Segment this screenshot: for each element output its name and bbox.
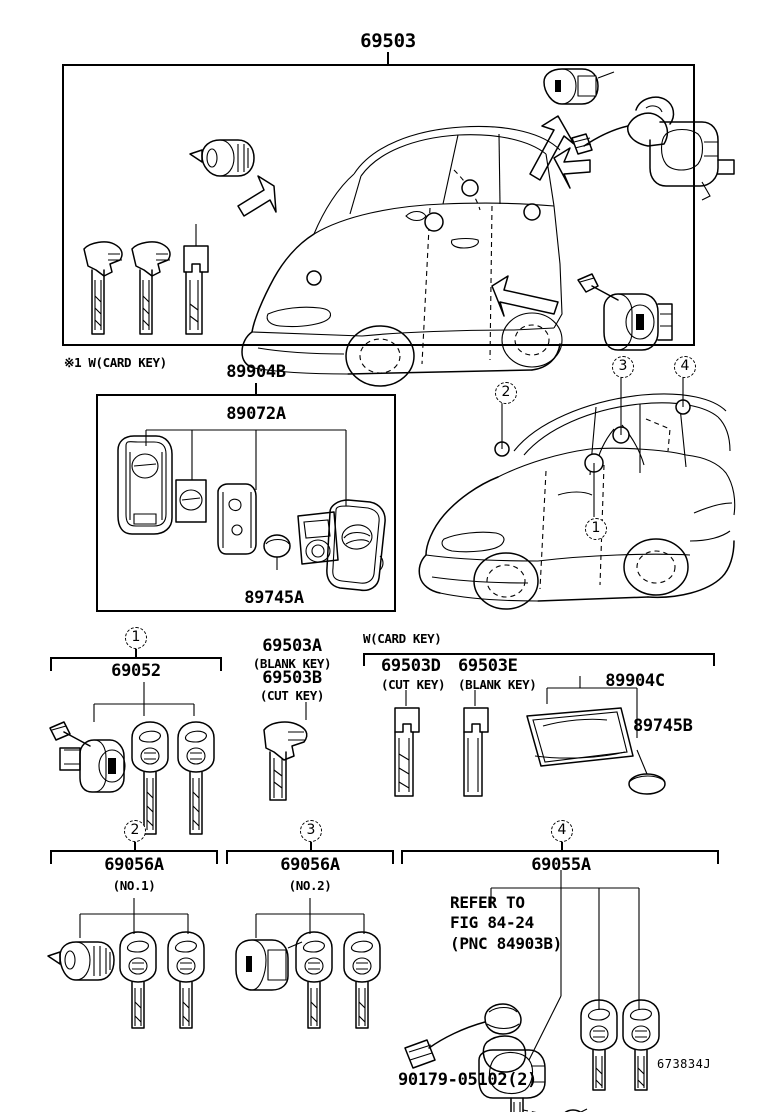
key-blank-1	[83, 241, 123, 335]
fob-part-89072a-label: 89072A	[226, 404, 286, 424]
row-cardkey-bracket	[363, 653, 715, 666]
row-cardkey-header: W(CARD KEY)	[363, 631, 442, 646]
car-illustration-main	[241, 125, 563, 387]
row-door2-note: (NO.2)	[288, 878, 332, 893]
fob-rear-shell	[117, 435, 173, 535]
row-door1-label: 69056A	[104, 855, 164, 875]
row-blankcut-note-1: (BLANK KEY)	[252, 656, 332, 671]
card-emergency-key-cut	[394, 707, 420, 797]
vehicle-callout-2: 2	[495, 382, 517, 404]
door-lock-cylinder-2	[235, 939, 303, 991]
row-door2-artwork	[235, 898, 381, 1029]
row-trunk-callout-leader	[561, 842, 563, 850]
row-cardkey-note-2: (BLANK KEY)	[458, 677, 537, 692]
row-door2-callout-leader	[310, 842, 312, 850]
row-cardkey-code-1: 69503D	[381, 656, 441, 676]
fob-part-89745a-label: 89745A	[244, 588, 304, 608]
row-cardkey-code-2: 69503E	[458, 656, 518, 676]
ignition-key-b	[177, 721, 215, 835]
main-panel-footnote: ※1 W(CARD KEY)	[64, 355, 167, 370]
row-trunk-bolt-label: 90179-05102(2)	[398, 1070, 538, 1090]
row-blankcut-code-2: 69503B	[262, 668, 322, 688]
row-cardkey-card-label: 89904C	[605, 671, 665, 691]
bolt-90179	[564, 1108, 588, 1112]
fob-panel-leader	[255, 383, 257, 395]
fob-panel-label: 89904B	[226, 362, 286, 382]
main-panel-frame	[62, 64, 695, 346]
row-ignition-bracket	[50, 657, 222, 671]
row-trunk-label: 69055A	[531, 855, 591, 875]
row-ignition-artwork	[49, 682, 215, 835]
row-door1-callout: 2	[124, 820, 146, 842]
trunk-lock-assembly	[478, 995, 588, 1112]
row-cardkey-battery-label: 89745B	[633, 716, 693, 736]
car-node-ignition	[461, 179, 479, 197]
row-blankcut-note-2: (CUT KEY)	[259, 688, 325, 703]
row-trunk-refer-note: REFER TO FIG 84-24 (PNC 84903B)	[450, 893, 562, 953]
row-trunk-bracket	[401, 850, 719, 864]
lock-cylinder-lower-right	[491, 273, 673, 351]
ignition-key-a	[131, 721, 169, 835]
fob-front-cover	[326, 499, 386, 592]
row-blankcut-code-1: 69503A	[262, 636, 322, 656]
figure-id: 673834J	[657, 1057, 712, 1071]
row-door1-bracket	[50, 850, 218, 864]
key-blank-group-main	[83, 224, 209, 335]
row-door2-label: 69056A	[280, 855, 340, 875]
fob-inner-frame	[217, 483, 257, 555]
row-door2-callout: 3	[300, 820, 322, 842]
card-emergency-key-blank	[463, 707, 489, 797]
trunk-opener-switch	[404, 1003, 522, 1069]
emergency-key-cut	[263, 721, 308, 801]
door-lock-cylinder-1	[47, 941, 115, 981]
key-blank-3-card	[183, 224, 209, 335]
trunk-key-b	[622, 999, 660, 1091]
main-panel-artwork	[83, 68, 735, 387]
fob-panel-artwork	[117, 429, 386, 592]
row-door1-callout-leader	[134, 842, 136, 850]
trunk-key-a	[580, 999, 618, 1091]
car-node-door	[424, 212, 444, 232]
fob-battery	[263, 534, 291, 570]
row-trunk-artwork	[404, 870, 660, 1112]
door1-key-a	[119, 931, 157, 1029]
ignition-lock-cylinder	[49, 721, 126, 793]
lock-cylinder-upper-left	[189, 139, 277, 217]
vehicle-callout-artwork	[418, 373, 736, 610]
card-key-battery	[628, 749, 666, 795]
key-blank-2	[131, 241, 171, 335]
fob-emblem-plate	[175, 479, 207, 523]
card-key	[526, 707, 634, 767]
vehicle-callout-3: 3	[612, 356, 634, 378]
vehicle-callout-4: 4	[674, 356, 696, 378]
row-blankcut-artwork	[263, 702, 308, 801]
row-door1-note: (NO.1)	[112, 878, 156, 893]
row-trunk-callout: 4	[551, 820, 573, 842]
row-cardkey-note-1: (CUT KEY)	[381, 677, 446, 692]
row-door1-artwork	[47, 898, 205, 1029]
vehicle-callout-1: 1	[585, 518, 607, 540]
row-cardkey-artwork	[394, 676, 666, 797]
lock-cylinder-top-center	[529, 68, 615, 181]
row-ignition-label: 69052	[111, 661, 161, 681]
car-illustration-callouts	[418, 373, 736, 610]
main-panel-leader	[387, 52, 389, 65]
row-door2-bracket	[226, 850, 394, 864]
fob-circuit-board	[297, 511, 339, 565]
ignition-switch-assembly	[553, 96, 735, 201]
car-node-trunk	[523, 203, 541, 221]
fob-panel-frame	[96, 394, 396, 612]
door1-key-b	[167, 931, 205, 1029]
door2-key-b	[343, 931, 381, 1029]
door2-key-a	[295, 931, 333, 1029]
car-node-hood	[306, 270, 322, 286]
row-ignition-callout-leader	[135, 649, 137, 657]
main-panel-label: 69503	[360, 30, 416, 52]
row-ignition-callout: 1	[125, 627, 147, 649]
